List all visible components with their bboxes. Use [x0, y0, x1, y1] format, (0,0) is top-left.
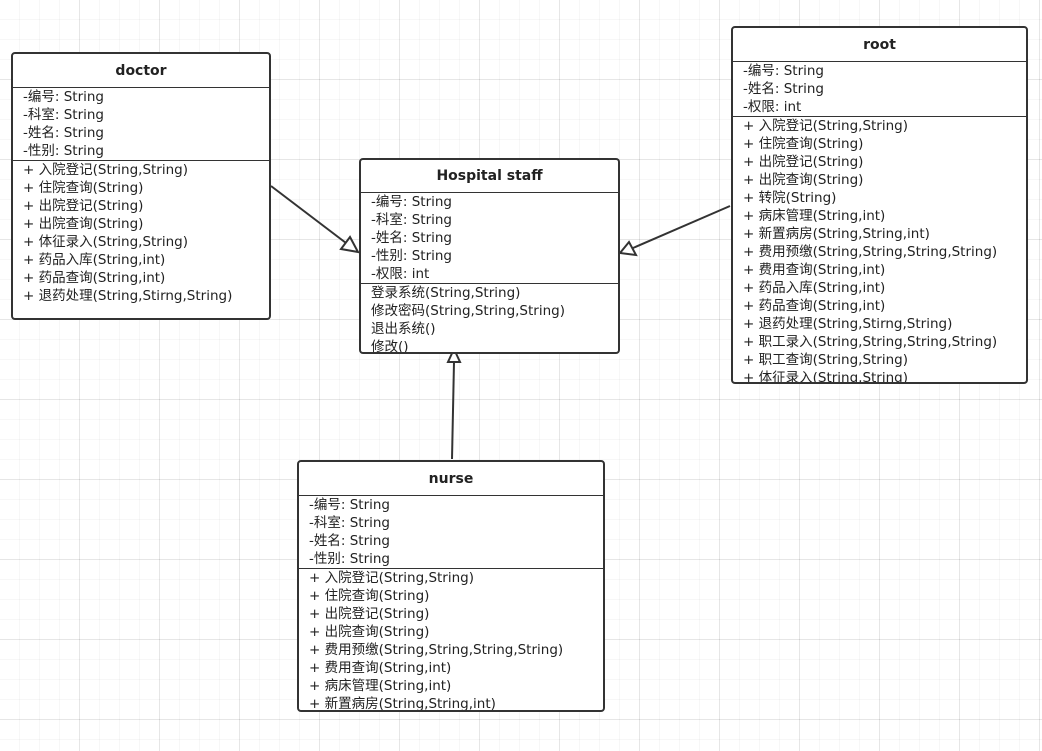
attribute-row: -科室: String	[371, 212, 452, 228]
method-row: + 费用预缴(String,String,String,String)	[743, 244, 998, 260]
method-row: + 转院(String)	[743, 190, 837, 206]
hospital-staff-class[interactable]: Hospital staff -编号: String -科室: String -姓名…	[359, 158, 620, 354]
method-row: + 药品查询(String,int)	[743, 298, 886, 314]
method-row: + 职工查询(String,String)	[743, 352, 909, 368]
method-row: + 费用查询(String,int)	[309, 660, 452, 676]
method-row: + 体征录入(String,String)	[743, 370, 909, 384]
nurse-to-staff-arrow	[451, 361, 455, 460]
root-attributes: -编号: String -姓名: String -权限: int	[733, 62, 1026, 117]
method-row: + 入院登记(String,String)	[743, 118, 909, 134]
root-methods: + 入院登记(String,String) + 住院查询(String) + 出院登…	[733, 117, 1026, 384]
attribute-row: -姓名: String	[309, 533, 390, 549]
method-row: 修改()	[371, 339, 409, 354]
attribute-row: -性别: String	[23, 143, 104, 159]
attribute-row: -姓名: String	[371, 230, 452, 246]
method-row: + 病床管理(String,int)	[743, 208, 886, 224]
attribute-row: -编号: String	[23, 89, 104, 105]
hospital-staff-methods: 登录系统(String,String) 修改密码(String,String,St…	[361, 284, 618, 354]
method-row: + 出院登记(String)	[309, 606, 430, 622]
attribute-row: -性别: String	[309, 551, 390, 567]
method-row: + 住院查询(String)	[309, 588, 430, 604]
method-row: + 住院查询(String)	[23, 180, 144, 196]
attribute-row: -姓名: String	[743, 81, 824, 97]
nurse-class-name: nurse	[299, 462, 603, 496]
attribute-row: -姓名: String	[23, 125, 104, 141]
method-row: 退出系统()	[371, 321, 436, 337]
nurse-class[interactable]: nurse -编号: String-科室: String-姓名: String-…	[297, 460, 605, 712]
method-row: + 体征录入(String,String)	[23, 234, 189, 250]
method-row: + 入院登记(String,String)	[23, 162, 189, 178]
hospital-staff-class-name: Hospital staff	[361, 160, 618, 193]
attribute-row: -科室: String	[23, 107, 104, 123]
method-row: 修改密码(String,String,String)	[371, 303, 565, 319]
doctor-to-staff-arrowhead	[339, 235, 360, 254]
method-row: + 退药处理(String,Stirng,String)	[743, 316, 953, 332]
doctor-attributes: -编号: String -科室: String -姓名: String -性别: St…	[13, 88, 269, 161]
method-row: + 费用预缴(String,String,String,String)	[309, 642, 564, 658]
root-class-name: root	[733, 28, 1026, 62]
method-row: + 费用查询(String,int)	[743, 262, 886, 278]
hospital-staff-attributes: -编号: String -科室: String -姓名: String -性别: St…	[361, 193, 618, 284]
method-row: + 退药处理(String,Stirng,String)	[23, 288, 233, 304]
method-row: + 出院查询(String)	[743, 172, 864, 188]
method-row: + 出院登记(String)	[23, 198, 144, 214]
attribute-row: -性别: String	[371, 248, 452, 264]
root-to-staff-arrow	[632, 205, 731, 249]
attribute-row: -编号: String	[309, 497, 390, 513]
method-row: + 病床管理(String,int)	[309, 678, 452, 694]
attribute-row: -权限: int	[743, 99, 802, 115]
attribute-row: -权限: int	[371, 266, 430, 282]
method-row: + 住院查询(String)	[743, 136, 864, 152]
method-row: + 药品入库(String,int)	[23, 252, 166, 268]
method-row: + 药品入库(String,int)	[743, 280, 886, 296]
doctor-to-staff-arrow	[270, 185, 347, 244]
method-row: + 出院登记(String)	[743, 154, 864, 170]
root-class[interactable]: root -编号: String -姓名: String -权限: int + 入院…	[731, 26, 1028, 384]
method-row: 登录系统(String,String)	[371, 285, 521, 301]
method-row: + 出院查询(String)	[309, 624, 430, 640]
method-row: + 入院登记(String,String)	[309, 570, 475, 586]
nurse-methods: + 入院登记(String,String) + 住院查询(String) + 出院登…	[299, 569, 603, 712]
attribute-row: -编号: String	[743, 63, 824, 79]
method-row: + 新置病房(String,String,int)	[743, 226, 930, 242]
nurse-attributes: -编号: String -科室: String -姓名: String -性别: St…	[299, 496, 603, 569]
method-row: + 出院查询(String)	[23, 216, 144, 232]
method-row: + 药品查询(String,int)	[23, 270, 166, 286]
doctor-class[interactable]: doctor -编号: String -科室: String -姓名: String…	[11, 52, 271, 320]
method-row: + 新置病房(String,String,int)	[309, 696, 496, 712]
doctor-methods: + 入院登记(String,String) + 住院查询(String) + 出院登…	[13, 161, 269, 305]
doctor-class-name: doctor	[13, 54, 269, 88]
attribute-row: -科室: String	[309, 515, 390, 531]
root-to-staff-arrowhead	[618, 240, 638, 257]
attribute-row: -编号: String	[371, 194, 452, 210]
method-row: + 职工录入(String,String,String,String)	[743, 334, 998, 350]
